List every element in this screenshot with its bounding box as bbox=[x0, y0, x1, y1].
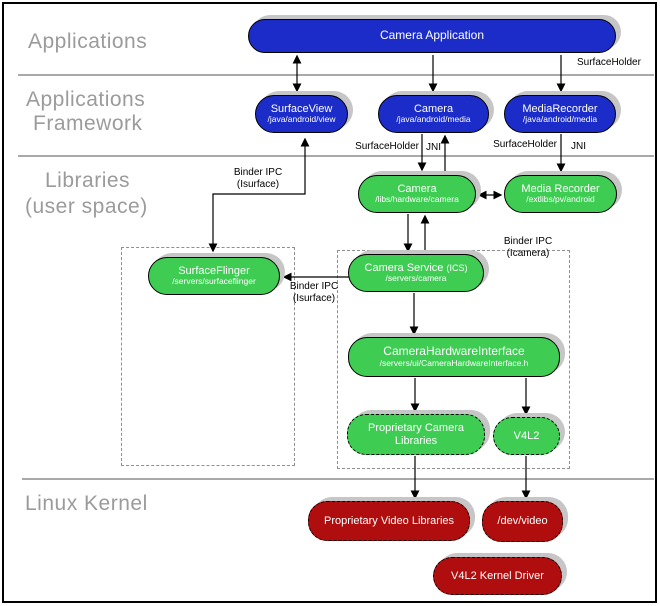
label-line: (Isurface) bbox=[292, 293, 336, 304]
node-proprietary-video-libraries: Proprietary Video Libraries bbox=[308, 501, 470, 541]
label-camera-jni: JNI bbox=[426, 142, 441, 153]
layer-label-libraries-line1: Libraries bbox=[45, 169, 131, 192]
node-camera-framework: Camera /java/android/media bbox=[378, 95, 489, 133]
node-title: Media Recorder bbox=[521, 182, 600, 195]
node-title: Camera Application bbox=[379, 28, 485, 43]
node-mediarecorder-framework: MediaRecorder /java/android/media bbox=[504, 95, 616, 133]
node-surfaceview: SurfaceView /java/android/view bbox=[255, 95, 348, 133]
node-subtitle: /libs/hardware/camera bbox=[375, 194, 459, 205]
node-subtitle: /java/android/view bbox=[267, 114, 336, 125]
label-mediarecorder-surfaceholder: SurfaceHolder bbox=[493, 139, 557, 150]
label-mediarecorder-jni: JNI bbox=[571, 141, 586, 152]
node-title: Camera bbox=[397, 182, 437, 195]
node-subtitle: /java/android/media bbox=[522, 114, 598, 125]
node-subtitle: /servers/camera bbox=[385, 273, 447, 284]
divider-framework bbox=[18, 155, 654, 157]
node-proprietary-camera-libraries: Proprietary Camera Libraries bbox=[347, 414, 485, 455]
layer-label-libraries-line2: (user space) bbox=[25, 195, 148, 218]
node-camera-application: Camera Application bbox=[248, 19, 616, 53]
node-title: V4L2 bbox=[513, 429, 540, 442]
camera-service-group-rect bbox=[337, 250, 570, 469]
node-camera-library: Camera /libs/hardware/camera bbox=[358, 175, 476, 213]
node-camera-hardware-interface: CameraHardwareInterface /servers/ui/Came… bbox=[348, 337, 560, 377]
node-camera-service: Camera Service (ICS) /servers/camera bbox=[348, 254, 484, 292]
node-title: V4L2 Kernel Driver bbox=[451, 569, 544, 582]
node-v4l2: V4L2 bbox=[493, 417, 560, 455]
label-line: Binder IPC bbox=[289, 281, 339, 292]
divider-kernel bbox=[22, 478, 654, 480]
node-subtitle: /extlibs/pv/android bbox=[526, 194, 595, 205]
node-subtitle: /java/android/media bbox=[396, 114, 471, 125]
node-surfaceflinger: SurfaceFlinger /servers/surfaceflinger bbox=[148, 257, 280, 295]
label-binder-ipc-isurface-lower: Binder IPC (Isurface) bbox=[284, 281, 344, 305]
label-surfaceholder-top: SurfaceHolder bbox=[577, 57, 641, 68]
node-title: /dev/video bbox=[497, 515, 548, 528]
layer-label-framework-line1: Applications bbox=[26, 88, 146, 111]
node-title: CameraHardwareInterface bbox=[383, 344, 525, 359]
node-title: MediaRecorder bbox=[522, 102, 598, 115]
node-title: SurfaceView bbox=[270, 102, 333, 115]
node-title: Proprietary Camera Libraries bbox=[368, 421, 464, 447]
label-line: Binder IPC bbox=[233, 167, 283, 178]
node-title: SurfaceFlinger bbox=[178, 264, 250, 277]
label-line: (Isurface) bbox=[236, 179, 280, 190]
label-line: (Icamera) bbox=[506, 248, 550, 259]
label-camera-surfaceholder: SurfaceHolder bbox=[355, 141, 419, 152]
layer-label-linux-kernel: Linux Kernel bbox=[25, 492, 148, 515]
layer-label-framework-line2: Framework bbox=[33, 112, 143, 135]
node-title-suffix: (ICS) bbox=[446, 262, 468, 273]
label-line: Binder IPC bbox=[503, 236, 553, 247]
node-title: Proprietary Video Libraries bbox=[323, 514, 455, 527]
node-title-text: Camera Service bbox=[364, 261, 444, 274]
layer-label-applications: Applications bbox=[28, 30, 148, 53]
node-media-recorder-library: Media Recorder /extlibs/pv/android bbox=[504, 175, 617, 213]
node-subtitle: /servers/surfaceflinger bbox=[172, 276, 256, 287]
node-title: Camera Service (ICS) bbox=[365, 262, 468, 275]
label-binder-ipc-icamera: Binder IPC (Icamera) bbox=[496, 236, 560, 260]
surfaceflinger-group-rect bbox=[121, 247, 295, 466]
node-v4l2-kernel-driver: V4L2 Kernel Driver bbox=[433, 557, 562, 595]
label-binder-ipc-isurface-upper: Binder IPC (Isurface) bbox=[214, 167, 302, 191]
node-subtitle: /servers/ui/CameraHardwareInterface.h bbox=[379, 358, 529, 369]
divider-applications bbox=[18, 74, 654, 76]
node-dev-video: /dev/video bbox=[482, 501, 563, 542]
node-title: Camera bbox=[413, 102, 454, 115]
